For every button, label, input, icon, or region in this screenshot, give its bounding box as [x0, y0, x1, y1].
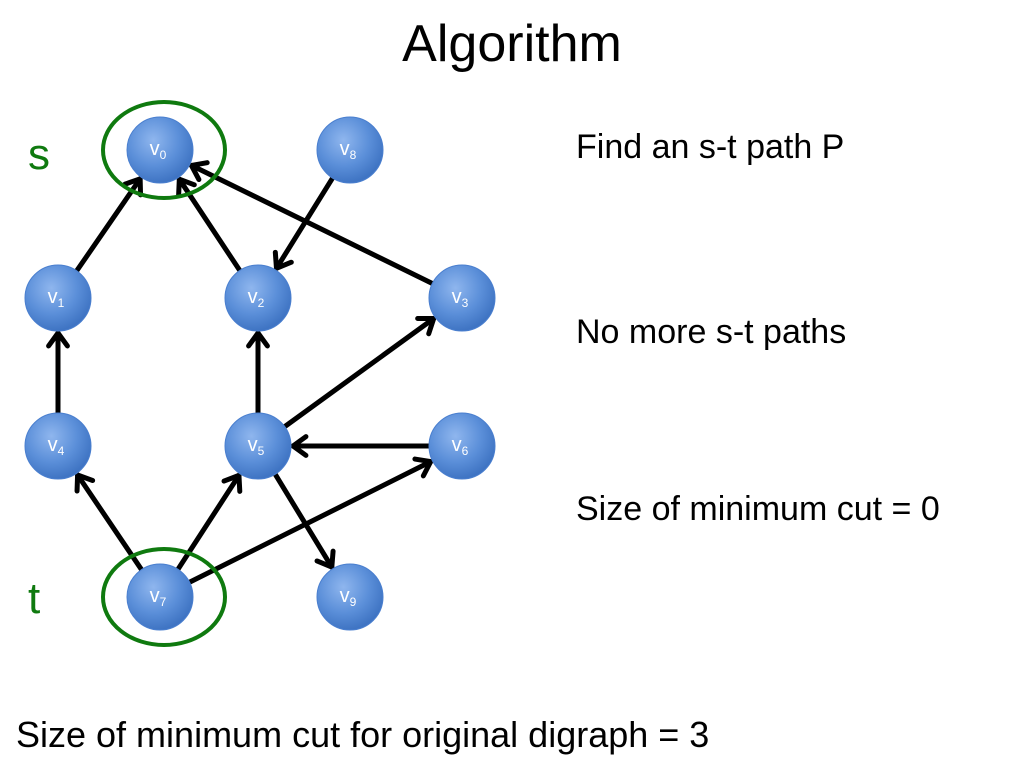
edge-v6-v5: [290, 434, 434, 458]
vertex-v3: v3: [428, 264, 496, 332]
edge-v5-v9: [271, 469, 336, 570]
vertex-label-v7: v7: [150, 585, 167, 609]
sink-label: t: [28, 574, 41, 623]
vertex-label-v8: v8: [340, 138, 357, 162]
edge-v8-v2: [272, 173, 337, 271]
vertex-label-v9: v9: [340, 585, 357, 609]
note-no-more-paths: No more s-t paths: [576, 313, 847, 351]
vertex-v1: v1: [24, 264, 92, 332]
vertex-label-v0: v0: [150, 138, 167, 162]
vertex-v0: v0: [126, 116, 194, 184]
vertex-label-v3: v3: [452, 286, 469, 310]
source-label: s: [28, 130, 50, 179]
edge-v4-v1: [46, 330, 70, 418]
source-highlight-ring: [101, 100, 227, 200]
vertex-v2: v2: [224, 264, 292, 332]
vertex-label-v1: v1: [48, 286, 65, 310]
vertex-label-v4: v4: [48, 434, 65, 458]
edge-v7-v6: [185, 456, 434, 586]
note-find-path: Find an s-t path P: [576, 128, 845, 166]
edge-v7-v5: [174, 472, 243, 574]
edge-v5-v2: [246, 330, 270, 418]
sink-highlight-ring: [101, 547, 227, 647]
vertex-v5: v5: [224, 412, 292, 480]
vertex-v6: v6: [428, 412, 496, 480]
edge-v1-v0: [73, 176, 144, 275]
digraph: v0 v8 v1 v2 v3 v4 v5 v6 v7 v9: [24, 100, 496, 647]
edge-v5-v3: [280, 316, 437, 431]
vertex-v9: v9: [316, 563, 384, 631]
vertex-v8: v8: [316, 116, 384, 184]
edge-v3-v0: [188, 160, 437, 287]
footer-original-min-cut: Size of minimum cut for original digraph…: [16, 714, 710, 755]
vertex-label-v5: v5: [248, 434, 265, 458]
slide-title: Algorithm: [402, 15, 622, 73]
vertex-label-v6: v6: [452, 434, 469, 458]
vertex-v7: v7: [126, 563, 194, 631]
note-min-cut-size: Size of minimum cut = 0: [576, 490, 940, 528]
vertex-v4: v4: [24, 412, 92, 480]
vertex-label-v2: v2: [248, 286, 265, 310]
